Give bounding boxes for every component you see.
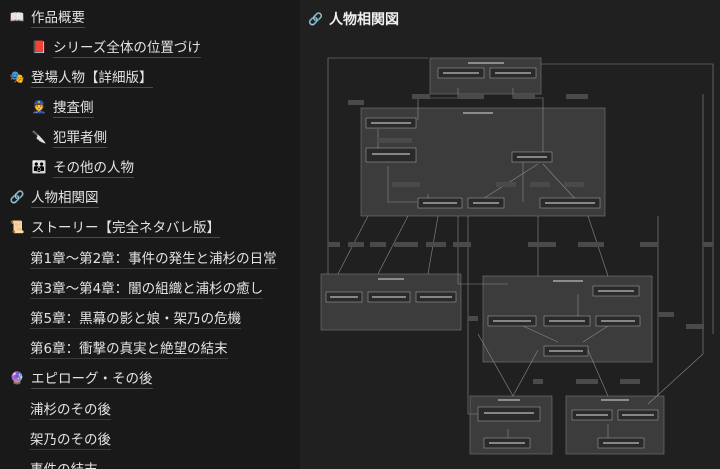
link-icon: 🔗 xyxy=(9,190,25,204)
toc-item-label: 登場人物【詳細版】 xyxy=(31,66,153,88)
toc-item-overview[interactable]: 📖 作品概要 xyxy=(8,5,85,29)
page-title: 🔗 人物相関図 xyxy=(308,8,399,30)
toc-item-label: 人物相関図 xyxy=(31,186,99,208)
toc-item-chapter-6[interactable]: 第6章：衝撃の真実と絶望の結末 xyxy=(30,336,228,360)
toc-item-label: シリーズ全体の位置づけ xyxy=(53,36,201,58)
toc-item-relationship-chart[interactable]: 🔗 人物相関図 xyxy=(8,185,99,209)
theater-masks-icon: 🎭 xyxy=(9,70,25,84)
toc-item-chapter-3-4[interactable]: 第3章〜第4章：闇の組織と浦杉の癒し xyxy=(30,276,264,300)
toc-item-characters[interactable]: 🎭 登場人物【詳細版】 xyxy=(8,65,153,89)
sidebar-toc: 📖 作品概要 📕 シリーズ全体の位置づけ 🎭 登場人物【詳細版】 👮 捜査側 🔪… xyxy=(0,0,300,469)
diagram-label-marks xyxy=(330,62,654,444)
relationship-diagram xyxy=(320,57,714,455)
toc-item-other-people[interactable]: 👪 その他の人物 xyxy=(30,155,134,179)
toc-item-label: 第1章〜第2章：事件の発生と浦杉の日常 xyxy=(30,247,277,269)
red-book-icon: 📕 xyxy=(31,40,47,54)
toc-item-label: エピローグ・その後 xyxy=(31,367,153,389)
scroll-icon: 📜 xyxy=(9,220,25,234)
toc-item-label: 浦杉のその後 xyxy=(30,398,111,420)
toc-item-chapter-5[interactable]: 第5章：黒幕の影と娘・架乃の危機 xyxy=(30,306,242,330)
diagram-connectors xyxy=(327,57,714,442)
police-officer-icon: 👮 xyxy=(31,100,47,114)
toc-item-investigators[interactable]: 👮 捜査側 xyxy=(30,95,94,119)
toc-item-label: 犯罪者側 xyxy=(53,126,107,148)
toc-item-kano-after[interactable]: 架乃のその後 xyxy=(30,427,111,451)
knife-icon: 🔪 xyxy=(31,130,47,144)
diagram-edge-labels xyxy=(328,94,713,384)
toc-item-label: 第6章：衝撃の真実と絶望の結末 xyxy=(30,337,228,359)
toc-item-series-position[interactable]: 📕 シリーズ全体の位置づけ xyxy=(30,35,201,59)
toc-item-label: 第3章〜第4章：闇の組織と浦杉の癒し xyxy=(30,277,264,299)
family-icon: 👪 xyxy=(31,160,47,174)
toc-item-case-ending[interactable]: 事件の結末 xyxy=(30,457,98,469)
toc-item-urasugi-after[interactable]: 浦杉のその後 xyxy=(30,397,111,421)
toc-item-label: 事件の結末 xyxy=(30,458,98,469)
diagram-node xyxy=(365,147,417,163)
toc-item-label: ストーリー【完全ネタバレ版】 xyxy=(31,216,220,238)
toc-item-label: 架乃のその後 xyxy=(30,428,111,450)
toc-item-epilogue[interactable]: 🔮 エピローグ・その後 xyxy=(8,366,153,390)
toc-item-label: その他の人物 xyxy=(53,156,134,178)
toc-item-chapter-1-2[interactable]: 第1章〜第2章：事件の発生と浦杉の日常 xyxy=(30,246,277,270)
main-content: 🔗 人物相関図 xyxy=(300,0,720,469)
page-title-text: 人物相関図 xyxy=(328,12,399,28)
crystal-ball-icon: 🔮 xyxy=(9,371,25,385)
toc-item-label: 第5章：黒幕の影と娘・架乃の危機 xyxy=(30,307,242,329)
link-icon: 🔗 xyxy=(308,12,323,26)
toc-item-story[interactable]: 📜 ストーリー【完全ネタバレ版】 xyxy=(8,215,220,239)
toc-item-criminals[interactable]: 🔪 犯罪者側 xyxy=(30,125,107,149)
diagram-node xyxy=(477,406,541,422)
toc-item-label: 捜査側 xyxy=(53,96,94,118)
book-icon: 📖 xyxy=(9,10,25,24)
toc-item-label: 作品概要 xyxy=(31,6,85,28)
